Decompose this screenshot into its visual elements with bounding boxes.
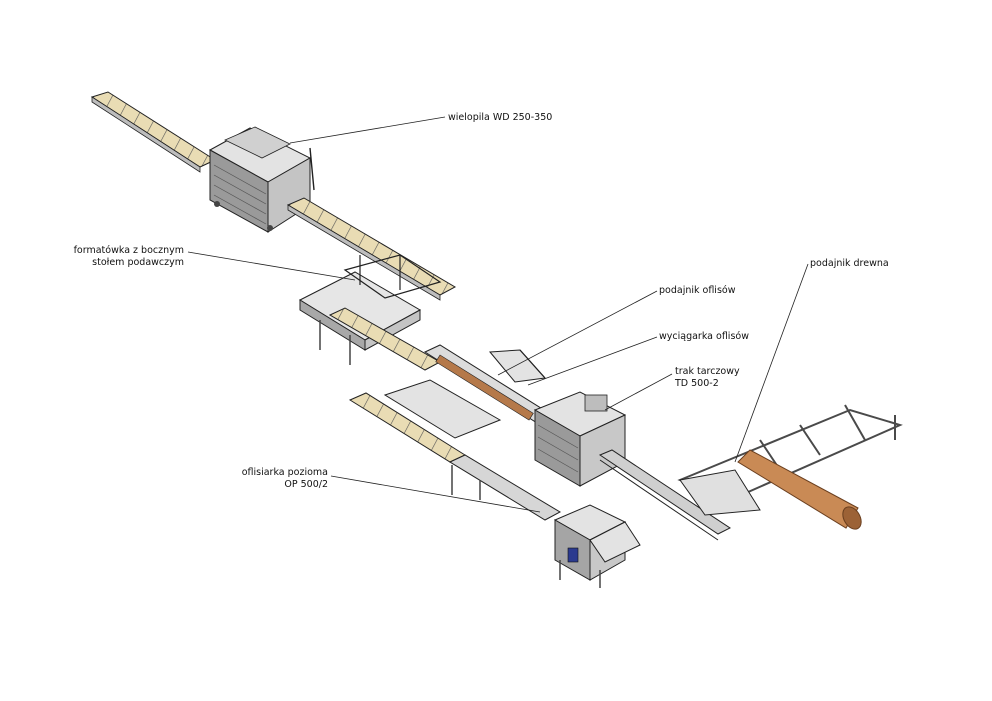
leader-oflisiarka bbox=[330, 475, 541, 513]
label-format-saw-line2: stołem podawczym bbox=[92, 257, 184, 268]
slab-feeder-rail bbox=[423, 344, 561, 429]
leader-formatowka bbox=[187, 251, 356, 281]
lower-slab-conveyor bbox=[348, 379, 562, 521]
multisaw-wd-250-350 bbox=[208, 126, 315, 233]
log-carriage-rail bbox=[598, 449, 731, 541]
label-circular-sawmill-line1: trak tarczowy bbox=[675, 366, 740, 377]
log bbox=[737, 449, 862, 530]
label-slab-resaw-line2: OP 500/2 bbox=[284, 479, 328, 490]
log-feeder bbox=[677, 404, 903, 530]
label-slab-resaw-line1: oflisiarka pozioma bbox=[241, 467, 328, 478]
label-format-saw-line1: formatówka z bocznym bbox=[73, 245, 184, 256]
label-slab-puller: wyciągarka oflisów bbox=[659, 331, 749, 342]
leader-wielopila bbox=[289, 116, 446, 144]
label-circular-sawmill-line2: TD 500-2 bbox=[675, 378, 719, 389]
upper-board-conveyor bbox=[90, 91, 217, 173]
format-saw-side-table bbox=[298, 254, 442, 365]
leader-wyciagarka bbox=[527, 336, 658, 386]
horizontal-slab-resaw-op-500-2 bbox=[553, 504, 641, 588]
label-multisaw: wielopila WD 250-350 bbox=[448, 112, 553, 123]
middle-board-conveyor bbox=[286, 197, 457, 301]
label-log-feeder: podajnik drewna bbox=[810, 258, 889, 269]
leader-lines bbox=[187, 116, 809, 513]
leader-trak bbox=[604, 373, 673, 411]
leader-podajnik-oflisow bbox=[497, 290, 658, 376]
label-slab-feeder: podajnik oflisów bbox=[659, 285, 736, 296]
leader-podajnik-drewna bbox=[734, 263, 809, 463]
